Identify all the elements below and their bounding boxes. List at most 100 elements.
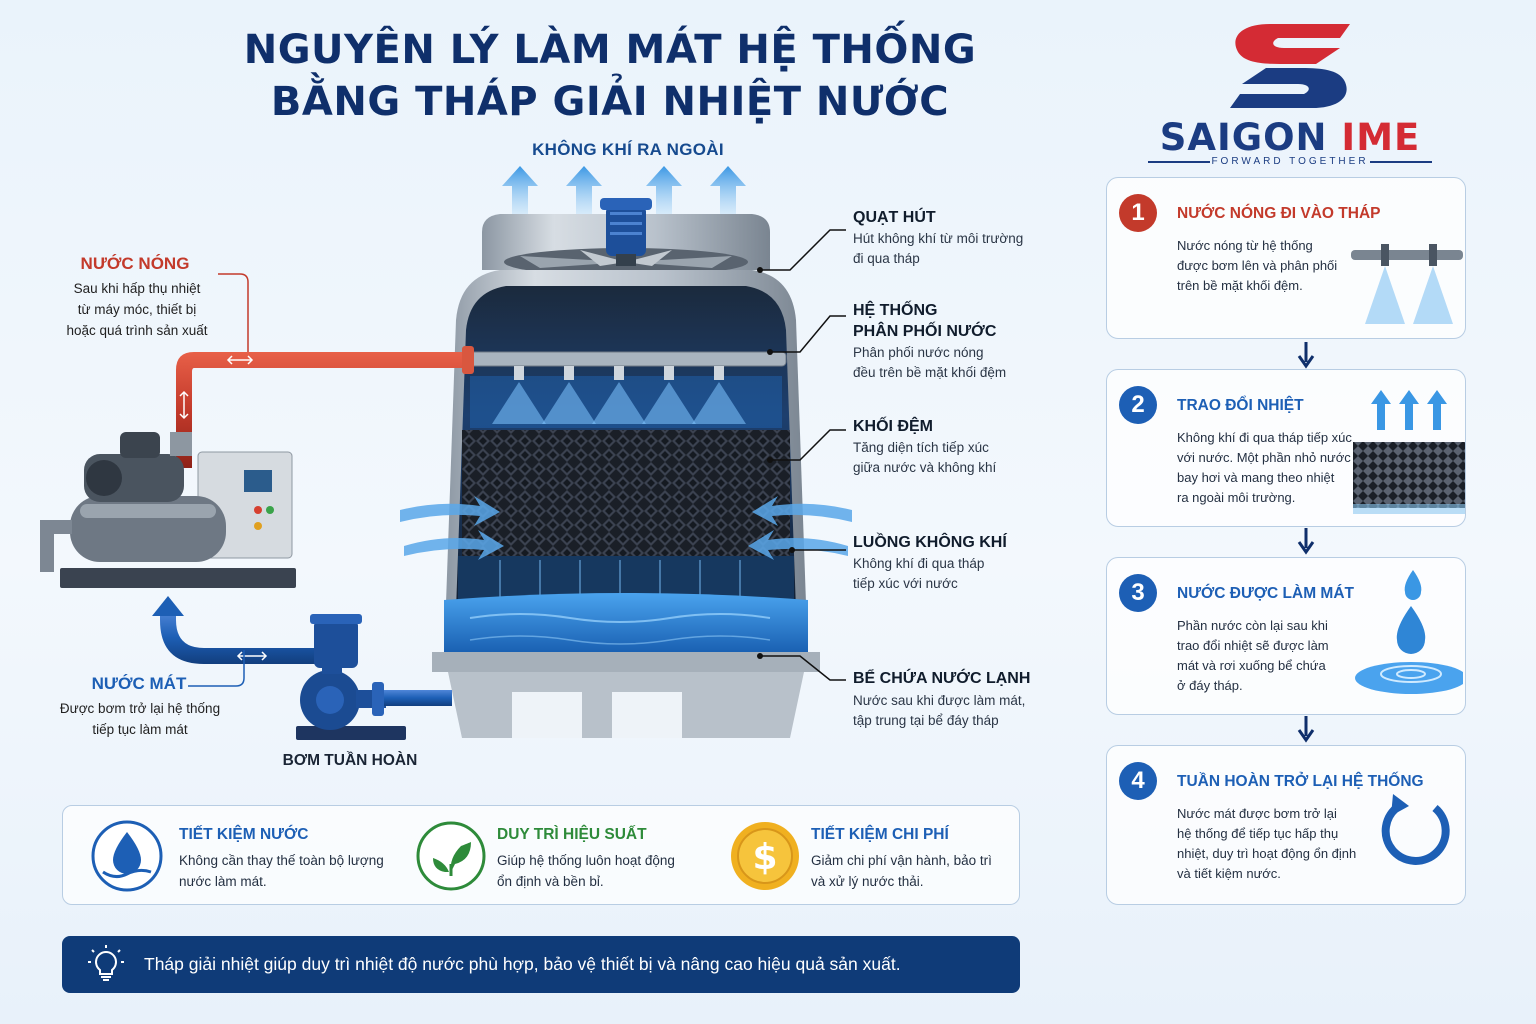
distribution-label-desc: Phân phối nước nóng đều trên bề mặt khối… — [853, 345, 1007, 380]
step-desc: Nước nóng từ hệ thống được bơm lên và ph… — [1177, 238, 1338, 293]
nozzle-icon — [592, 366, 646, 424]
fan-label-desc: Hút không khí từ môi trường đi qua tháp — [853, 231, 1024, 266]
base-opening — [612, 692, 682, 738]
distribution-label-title: HỆ THỐNG PHÂN PHỐI NƯỚC — [853, 302, 997, 340]
logo-tagline: FORWARD TOGETHER — [1211, 156, 1369, 167]
label-leaders — [760, 229, 846, 681]
water-drop-icon — [91, 820, 163, 892]
fan-motor-icon — [600, 198, 652, 266]
spray-nozzle-icon — [1351, 244, 1463, 324]
fan-label-title: QUẠT HÚT — [853, 209, 936, 226]
hot-water-leader — [218, 273, 249, 352]
cooling-tower-diagram — [40, 166, 852, 740]
leaf-icon — [416, 821, 486, 891]
air-out-arrow-icon — [646, 166, 682, 214]
cold-water-basin — [444, 593, 808, 668]
cool-water-leader — [188, 650, 245, 687]
fill-label-title: KHỐI ĐỆM — [853, 418, 933, 435]
step-card-3: 3 NƯỚC ĐƯỢC LÀM MÁT Phần nước còn lại sa… — [1106, 557, 1466, 715]
step-number-badge: 1 — [1119, 194, 1157, 232]
leader-dots — [757, 267, 795, 659]
cool-water-pipe-upper — [160, 610, 330, 664]
circulation-pump-icon — [296, 614, 406, 740]
air-flow-icon — [404, 530, 504, 560]
hot-water-desc: Sau khi hấp thụ nhiệt từ máy móc, thiết … — [66, 281, 208, 338]
footer-text: Tháp giải nhiệt giúp duy trì nhiệt độ nư… — [144, 954, 901, 974]
basin-rim — [432, 652, 820, 672]
step-number-badge: 2 — [1119, 386, 1157, 424]
logo-brand-main: SAIGON — [1159, 116, 1342, 159]
lightbulb-icon — [88, 945, 124, 981]
logo-s-mark-icon — [1230, 24, 1350, 108]
logo-wordmark: SAIGON IME — [1140, 116, 1440, 159]
benefit-desc: Giúp hệ thống luôn hoạt động ổn định và … — [497, 853, 675, 889]
benefit-title: TIẾT KIỆM CHI PHÍ — [811, 826, 949, 843]
up-arrow-icon — [152, 596, 184, 616]
air-out-label: KHÔNG KHÍ RA NGOÀI — [532, 140, 724, 159]
air-out-arrows — [502, 166, 746, 214]
benefit-title: TIẾT KIỆM NƯỚC — [179, 826, 309, 843]
hot-water-pipe — [176, 352, 468, 468]
step-title: NƯỚC ĐƯỢC LÀM MÁT — [1177, 585, 1355, 602]
hot-water-title: NƯỚC NÓNG — [80, 254, 190, 273]
nozzle-icon — [492, 366, 546, 424]
step-card-4: 4 TUẦN HOÀN TRỞ LẠI HỆ THỐNG Nước mát đư… — [1106, 745, 1466, 905]
nozzle-icon — [542, 366, 596, 424]
logo-rule-left — [1148, 161, 1210, 163]
airflow-label-desc: Không khí đi qua tháp tiếp xúc với nước — [853, 556, 985, 591]
air-inflow-arrows — [400, 496, 852, 560]
recycle-icon — [1381, 794, 1450, 865]
air-flow-icon — [400, 496, 500, 526]
base-opening — [512, 692, 582, 738]
logo-rule-right — [1370, 161, 1432, 163]
step-title: TRAO ĐỔI NHIỆT — [1177, 397, 1304, 414]
distribution-pipe — [465, 351, 787, 367]
page-title: NGUYÊN LÝ LÀM MÁT HỆ THỐNG BẰNG THÁP GIẢ… — [190, 24, 1030, 128]
airflow-label-title: LUỒNG KHÔNG KHÍ — [853, 534, 1007, 551]
basin-label-title: BỂ CHỨA NƯỚC LẠNH — [853, 670, 1031, 687]
step-desc: Nước mát được bơm trở lại hệ thống để ti… — [1177, 806, 1357, 881]
benefit-desc: Không cần thay thế toàn bộ lượng nước là… — [179, 853, 384, 889]
basin-label-desc: Nước sau khi được làm mát, tập trung tại… — [853, 693, 1026, 728]
air-out-arrow-icon — [502, 166, 538, 214]
flow-direction-markers — [179, 355, 254, 420]
step-desc: Phần nước còn lại sau khi trao đổi nhiệt… — [1177, 618, 1329, 693]
step-arrow-icon — [1297, 716, 1315, 743]
dollar-coin-icon: $ — [731, 822, 799, 890]
title-line-1: NGUYÊN LÝ LÀM MÁT HỆ THỐNG — [243, 27, 977, 73]
step-arrow-icon — [1297, 528, 1315, 555]
footer-banner: Tháp giải nhiệt giúp duy trì nhiệt độ nư… — [62, 936, 1020, 993]
air-flow-icon — [752, 496, 852, 526]
chiller-machine-icon — [40, 432, 296, 588]
water-drop-icon — [1355, 570, 1463, 694]
heat-exchange-icon — [1353, 390, 1465, 514]
air-flow-icon — [748, 530, 848, 560]
title-line-2: BẰNG THÁP GIẢI NHIỆT NƯỚC — [270, 79, 950, 125]
step-arrow-icon — [1297, 342, 1315, 369]
pump-to-basin-pipe — [384, 690, 452, 706]
step-card-2: 2 TRAO ĐỔI NHIỆT Không khí đi qua tháp t… — [1106, 369, 1466, 527]
step-number-badge: 3 — [1119, 574, 1157, 612]
step-number-badge: 4 — [1119, 762, 1157, 800]
pump-label: BƠM TUẦN HOÀN — [282, 752, 418, 769]
cool-water-title: NƯỚC MÁT — [91, 674, 187, 693]
nozzle-icon — [692, 366, 746, 424]
air-out-arrow-icon — [566, 166, 602, 214]
svg-text:$: $ — [752, 837, 777, 878]
benefits-panel: TIẾT KIỆM NƯỚC Không cần thay thế toàn b… — [62, 805, 1020, 905]
benefit-desc: Giảm chi phí vận hành, bảo trì và xử lý … — [811, 853, 992, 889]
flow-direction-markers — [236, 651, 268, 661]
step-card-1: 1 NƯỚC NÓNG ĐI VÀO THÁP Nước nóng từ hệ … — [1106, 177, 1466, 339]
spray-nozzles — [492, 366, 746, 424]
air-out-arrow-icon — [710, 166, 746, 214]
pipe-flange — [462, 346, 474, 374]
benefit-title: DUY TRÌ HIỆU SUẤT — [497, 826, 647, 843]
step-title: TUẦN HOÀN TRỞ LẠI HỆ THỐNG — [1177, 773, 1424, 790]
fill-media-icon — [462, 430, 790, 556]
saigon-ime-logo: SAIGON IME FORWARD TOGETHER — [1140, 18, 1440, 168]
logo-brand-accent: IME — [1341, 116, 1421, 159]
step-desc: Không khí đi qua tháp tiếp xúc với nước.… — [1177, 430, 1352, 505]
nozzle-icon — [642, 366, 696, 424]
cool-water-desc: Được bơm trở lại hệ thống tiếp tục làm m… — [59, 701, 221, 737]
fill-label-desc: Tăng diện tích tiếp xúc giữa nước và khô… — [853, 440, 997, 475]
